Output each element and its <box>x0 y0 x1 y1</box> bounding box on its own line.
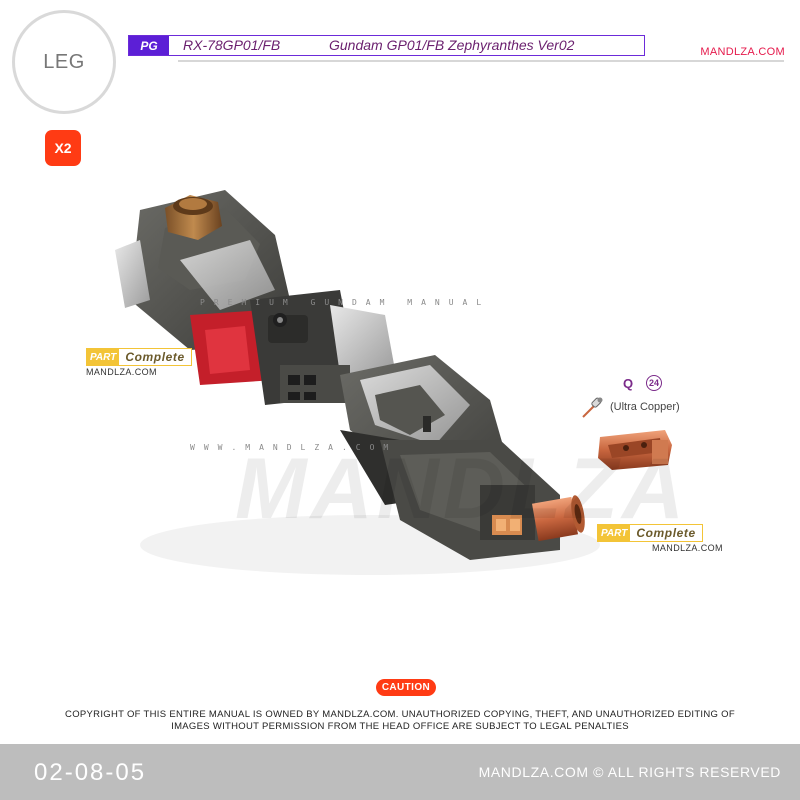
tag-part-label: PART <box>87 349 120 365</box>
copyright-line-1: COPYRIGHT OF THIS ENTIRE MANUAL IS OWNED… <box>65 709 735 720</box>
model-code: RX-78GP01/FB <box>183 37 281 53</box>
tag-part-label: PART <box>598 525 631 541</box>
page-number: 02-08-05 <box>34 759 147 786</box>
model-name: Gundam GP01/FB Zephyranthes Ver02 <box>329 37 575 53</box>
quantity-badge: X2 <box>45 130 81 166</box>
grade-badge: PG <box>129 36 169 55</box>
copyright-notice: COPYRIGHT OF THIS ENTIRE MANUAL IS OWNED… <box>30 709 770 733</box>
caution-badge: CAUTION <box>376 679 436 696</box>
watermark-logo: MANDLZA <box>235 441 689 537</box>
thigh-block <box>115 190 290 350</box>
leg-assembly-illustration <box>115 190 672 575</box>
tag-site-label: MANDLZA.COM <box>86 367 157 377</box>
part-complete-tag: PART Complete <box>597 524 703 542</box>
part-letter: Q <box>623 376 634 391</box>
section-badge: LEG <box>12 10 116 114</box>
foot-block <box>380 440 585 560</box>
part-photo: MANDLZA <box>40 140 785 640</box>
footer-bar <box>0 744 800 800</box>
footer-rights: MANDLZA.COM © ALL RIGHTS RESERVED <box>478 764 781 780</box>
paint-note: (Ultra Copper) <box>610 401 680 413</box>
copyright-line-2: IMAGES WITHOUT PERMISSION FROM THE HEAD … <box>171 721 629 732</box>
title-bar: PG RX-78GP01/FB Gundam GP01/FB Zephyrant… <box>128 35 645 56</box>
tag-complete-label: Complete <box>636 526 696 540</box>
header-divider <box>178 60 784 62</box>
tag-complete-label: Complete <box>125 350 185 364</box>
part-number: 24 <box>646 375 662 391</box>
watermark-line-bottom: WWW.MANDLZA.COM <box>190 443 398 452</box>
part-complete-tag: PART Complete <box>86 348 192 366</box>
watermark-line-top: PREMIUM GUNDAM MANUAL <box>200 298 491 307</box>
section-label: LEG <box>43 50 85 73</box>
knee-section <box>190 290 395 405</box>
brand-link[interactable]: MANDLZA.COM <box>700 46 785 58</box>
airbrush-icon <box>582 397 603 418</box>
part-q24-illustration <box>598 430 672 470</box>
tag-site-label: MANDLZA.COM <box>652 543 723 553</box>
